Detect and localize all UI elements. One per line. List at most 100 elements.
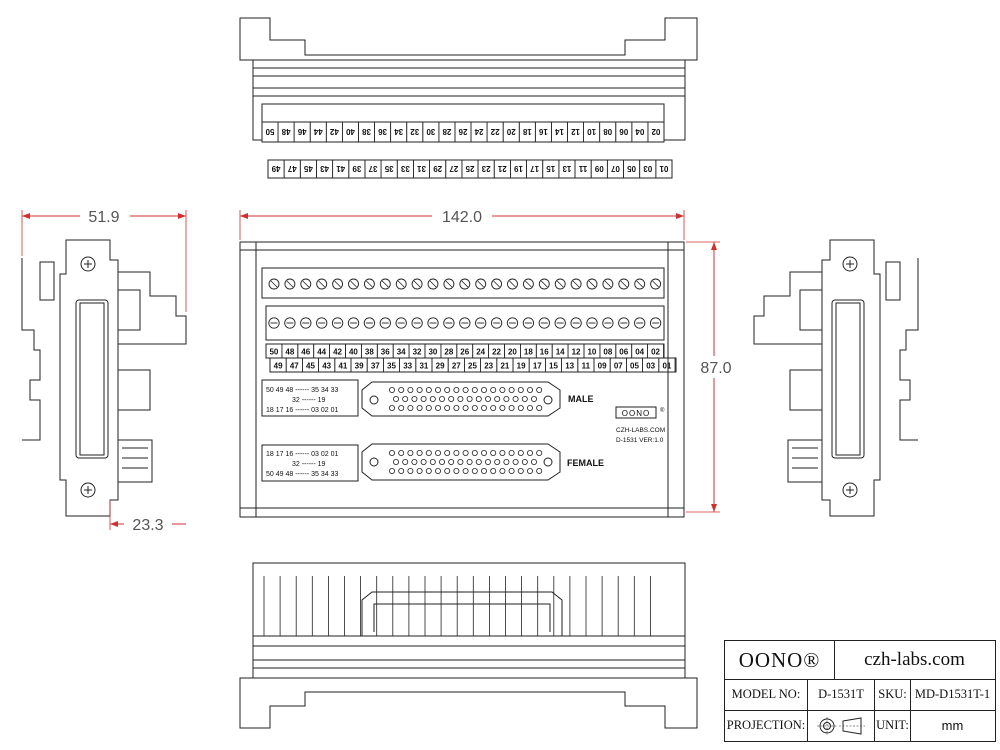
top-terminal-label-27: 27	[449, 164, 458, 173]
top-terminal-label-38: 38	[362, 127, 371, 136]
sku-label: SKU:	[875, 679, 911, 710]
top-terminal-label-46: 46	[297, 127, 306, 136]
front-terminal-label-49: 49	[274, 362, 283, 371]
top-terminal-label-32: 32	[410, 127, 419, 136]
top-terminal-label-45: 45	[303, 164, 312, 173]
front-terminal-label-26: 26	[460, 348, 469, 357]
front-terminal-label-46: 46	[301, 348, 310, 357]
female-pinout-line-1: 18 17 16 ------ 03 02 01	[266, 451, 338, 458]
front-terminal-label-19: 19	[517, 362, 526, 371]
top-terminal-label-02: 02	[651, 127, 660, 136]
female-pinout-line-2: 32 ------ 19	[292, 461, 326, 468]
front-terminal-label-09: 09	[598, 362, 607, 371]
bottom-view	[239, 562, 698, 729]
top-terminal-label-33: 33	[400, 164, 409, 173]
front-terminal-label-05: 05	[630, 362, 639, 371]
top-terminal-label-04: 04	[635, 127, 644, 136]
top-terminal-label-49: 49	[271, 164, 280, 173]
right-side-view	[753, 239, 919, 517]
top-terminal-label-42: 42	[329, 127, 338, 136]
top-terminal-label-11: 11	[578, 164, 587, 173]
dimensions: 142.0 87.0 51.9 23.3	[21, 206, 740, 534]
top-terminal-label-47: 47	[287, 164, 296, 173]
projection-label: PROJECTION:	[725, 710, 808, 741]
front-terminal-label-11: 11	[582, 362, 591, 371]
male-pinout-line-1: 50 49 48 ------ 35 34 33	[266, 387, 338, 394]
board-version: D-1531 VER:1.0	[616, 437, 664, 444]
front-terminal-label-37: 37	[371, 362, 380, 371]
title-website: czh-labs.com	[864, 649, 965, 670]
front-terminal-label-15: 15	[549, 362, 558, 371]
top-terminal-label-41: 41	[336, 164, 345, 173]
top-terminal-label-22: 22	[490, 127, 499, 136]
top-terminal-label-31: 31	[417, 164, 426, 173]
top-terminal-label-50: 50	[265, 127, 274, 136]
offset-dimension: 23.3	[132, 517, 163, 534]
top-terminal-label-36: 36	[378, 127, 387, 136]
top-terminal-label-13: 13	[562, 164, 571, 173]
top-terminal-label-39: 39	[352, 164, 361, 173]
top-terminal-label-05: 05	[627, 164, 636, 173]
front-terminal-label-35: 35	[387, 362, 396, 371]
unit-label: UNIT:	[875, 710, 911, 741]
top-terminal-label-14: 14	[554, 127, 563, 136]
top-terminal-label-06: 06	[619, 127, 628, 136]
top-terminal-label-24: 24	[474, 127, 483, 136]
top-terminal-label-40: 40	[345, 127, 354, 136]
top-terminal-label-15: 15	[546, 164, 555, 173]
front-terminal-label-13: 13	[565, 362, 574, 371]
top-terminal-label-08: 08	[603, 127, 612, 136]
top-terminal-label-29: 29	[433, 164, 442, 173]
front-terminal-label-43: 43	[322, 362, 331, 371]
top-terminal-label-10: 10	[587, 127, 596, 136]
sku-value: MD-D1531T-1	[914, 687, 991, 701]
front-terminal-label-14: 14	[556, 348, 565, 357]
front-terminal-label-30: 30	[428, 348, 437, 357]
front-terminal-label-40: 40	[349, 348, 358, 357]
top-terminal-label-25: 25	[465, 164, 474, 173]
front-terminal-label-39: 39	[355, 362, 364, 371]
top-terminal-label-12: 12	[571, 127, 580, 136]
front-terminal-label-29: 29	[436, 362, 445, 371]
top-terminal-label-09: 09	[594, 164, 603, 173]
front-terminal-label-04: 04	[635, 348, 644, 357]
front-terminal-label-34: 34	[397, 348, 406, 357]
top-terminal-label-07: 07	[610, 164, 619, 173]
top-terminal-label-19: 19	[513, 164, 522, 173]
front-terminal-label-45: 45	[306, 362, 315, 371]
front-terminal-label-25: 25	[468, 362, 477, 371]
front-terminal-label-06: 06	[619, 348, 628, 357]
front-terminal-label-27: 27	[452, 362, 461, 371]
top-terminal-label-23: 23	[481, 164, 490, 173]
front-terminal-label-08: 08	[603, 348, 612, 357]
depth-dimension: 51.9	[88, 209, 119, 226]
board-logo-mark: ®	[660, 407, 665, 414]
front-terminal-label-36: 36	[381, 348, 390, 357]
front-terminal-label-03: 03	[646, 362, 655, 371]
male-pinout-line-2: 32 ------ 19	[292, 397, 326, 404]
top-terminal-label-03: 03	[643, 164, 652, 173]
front-terminal-label-10: 10	[587, 348, 596, 357]
female-pinout-line-3: 50 49 48 ------ 35 34 33	[266, 471, 338, 478]
top-terminal-label-01: 01	[659, 164, 668, 173]
top-terminal-label-17: 17	[530, 164, 539, 173]
front-terminal-label-02: 02	[651, 348, 660, 357]
male-pinout-line-3: 18 17 16 ------ 03 02 01	[266, 407, 338, 414]
front-terminal-label-33: 33	[403, 362, 412, 371]
board-website: CZH-LABS.COM	[616, 427, 665, 434]
front-terminal-label-21: 21	[500, 362, 509, 371]
projection-symbol-icon	[808, 710, 875, 741]
top-terminal-label-16: 16	[538, 127, 547, 136]
top-terminal-label-21: 21	[497, 164, 506, 173]
front-terminal-label-22: 22	[492, 348, 501, 357]
title-brand: OONO®	[725, 641, 835, 679]
top-terminal-label-43: 43	[320, 164, 329, 173]
model-value: D-1531T	[808, 679, 875, 710]
top-terminal-label-28: 28	[442, 127, 451, 136]
front-terminal-label-50: 50	[269, 348, 278, 357]
top-terminal-label-18: 18	[522, 127, 531, 136]
top-terminal-label-34: 34	[394, 127, 403, 136]
